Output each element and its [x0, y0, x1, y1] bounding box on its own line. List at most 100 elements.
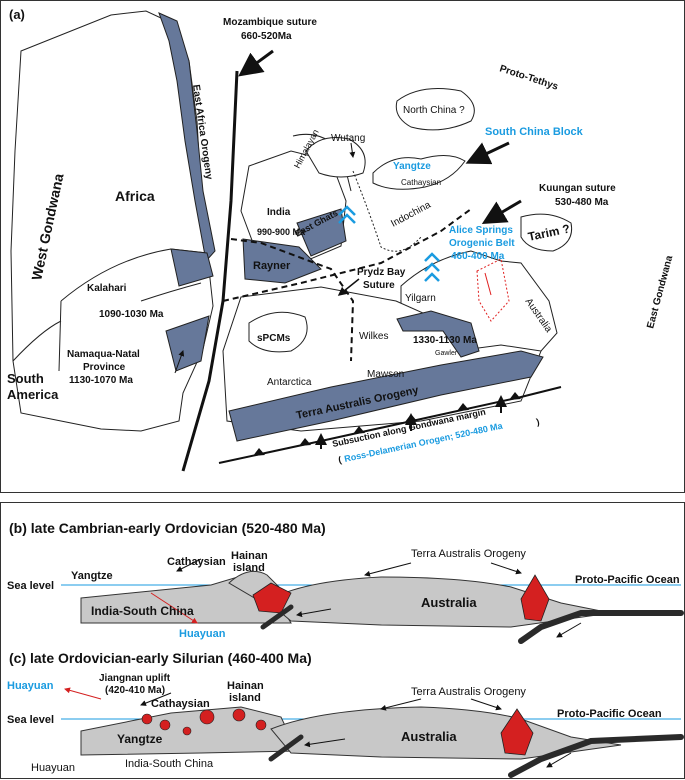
proto-pacific-label-c: Proto-Pacific Ocean	[557, 708, 662, 720]
gawler-band-shape	[396, 310, 480, 358]
alice-springs-label-1: Alice Springs	[449, 225, 513, 236]
yilgarn-label: Yilgarn	[405, 293, 436, 304]
kuungan-suture-dashed	[222, 208, 472, 302]
yangtze-label-c: Yangtze	[117, 732, 163, 746]
rayner-shape	[242, 238, 322, 284]
magma-body-b-2	[520, 574, 550, 622]
cathaysian-label-a: Cathaysian	[401, 178, 441, 187]
age-1090-label: 1090-1030 Ma	[99, 309, 164, 320]
gawler-label: Gawler	[435, 350, 458, 357]
panel-bc: (b) late Cambrian-early Ordovician (520-…	[0, 502, 685, 779]
india-south-china-label-b: India-South China	[91, 604, 194, 618]
ross-close-paren: )	[535, 417, 540, 427]
prydz-bay-label-1: Prydz Bay	[357, 267, 406, 278]
kuungan-age-label: 530-480 Ma	[555, 197, 609, 208]
mozambique-arrow	[238, 49, 274, 77]
australia-label-b: Australia	[421, 595, 477, 610]
slab-b-east	[518, 610, 684, 644]
yangtze-label-b: Yangtze	[71, 570, 113, 582]
prydz-bay-suture-dashed	[230, 238, 355, 362]
antarctica-label: Antarctica	[267, 377, 312, 388]
terra-australis-label-c: Terra Australis Orogeny	[411, 686, 526, 698]
namaqua-orogen-shape	[165, 315, 210, 372]
africa-label: Africa	[115, 188, 155, 204]
arrow-c-slab	[546, 752, 572, 768]
arrow-c-cathaysian	[140, 692, 172, 706]
red-arrow-australia	[484, 272, 492, 296]
east-ghats-shape	[296, 208, 347, 257]
subduction-margin-line	[218, 386, 562, 464]
subduction-arrows	[315, 395, 507, 449]
yangtze-label-a: Yangtze	[393, 161, 431, 172]
arrow-c-terra-right	[470, 698, 502, 711]
arrow-c-australia	[304, 738, 346, 748]
mawson-label: Mawson	[367, 369, 404, 380]
india-label: India	[267, 207, 291, 218]
huayuan-label-b: Huayuan	[179, 628, 226, 640]
huayuan-label-c-top: Huayuan	[7, 680, 54, 692]
east-gondwana-label: East Gondwana	[645, 254, 675, 330]
arrow-b-huayuan	[150, 592, 198, 624]
jiangnan-label-1: Jiangnan uplift	[99, 673, 171, 684]
huayuan-label-c-bottom: Huayuan	[31, 762, 75, 774]
south-america-boundary	[12, 320, 62, 362]
magma-bodies-c	[141, 708, 267, 736]
kuungan-suture-label: Kuungan suture	[539, 183, 616, 194]
namaqua-label-2: Province	[83, 362, 126, 373]
south-china-arrow	[465, 141, 510, 165]
wutang-outline	[305, 137, 366, 178]
arrow-b-terra-left	[364, 562, 412, 577]
east-africa-orogeny-shape	[158, 12, 216, 263]
kuungan-arrow	[481, 199, 522, 225]
hainan-label-c-2: island	[229, 692, 261, 704]
mozambique-age-label: 660-520Ma	[241, 31, 292, 42]
arrow-b-cathaysian	[176, 558, 202, 572]
arrow-b-australia	[296, 608, 332, 618]
panel-bc-cross-sections: (b) late Cambrian-early Ordovician (520-…	[7, 520, 684, 778]
australia-block-c	[270, 706, 622, 760]
india-south-china-label-c: India-South China	[125, 758, 214, 770]
hainan-label-c-1: Hainan	[227, 680, 264, 692]
proto-tethys-label: Proto-Tethys	[498, 63, 560, 92]
terra-australis-orogeny-shape	[228, 350, 544, 442]
arrow-b-slab	[556, 622, 582, 638]
namaqua-label-1: Namaqua-Natal	[67, 349, 140, 360]
ross-open-paren: (	[337, 455, 342, 465]
blue-chevrons-australia	[424, 252, 440, 282]
south-china-block-label: South China Block	[485, 126, 584, 138]
panel-a-tag: (a)	[9, 7, 25, 22]
prydz-arrow	[337, 278, 360, 296]
jiangnan-label-2: (420-410 Ma)	[105, 685, 165, 696]
south-america-label-1: South	[7, 371, 44, 386]
spcms-label: sPCMs	[257, 333, 291, 344]
magma-body-c-east	[500, 708, 534, 756]
namaqua-label-3: 1130-1070 Ma	[69, 375, 133, 386]
panel-c-title: (c) late Ordovician-early Silurian (460-…	[9, 650, 312, 666]
kalahari-label: Kalahari	[87, 283, 127, 294]
hainan-label-b-2: island	[233, 562, 265, 574]
age-1330-label: 1330-1130 Ma	[413, 335, 477, 346]
alice-springs-dashed	[476, 258, 510, 322]
cathaysian-label-b: Cathaysian	[167, 556, 226, 568]
north-china-outline	[395, 88, 475, 131]
alice-springs-label-2: Orogenic Belt	[449, 238, 515, 249]
wilkes-label: Wilkes	[359, 331, 388, 342]
sea-level-label-b: Sea level	[7, 580, 54, 592]
slab-c-west	[268, 734, 304, 762]
arrow-c-terra-left	[380, 698, 422, 711]
arrow-c-huayuan	[64, 687, 102, 700]
mozambique-suture-label: Mozambique suture	[223, 17, 317, 28]
magma-body-b-1	[252, 582, 292, 614]
alice-springs-label-3: 460-400 Ma	[451, 251, 505, 262]
hainan-label-b-1: Hainan	[231, 550, 268, 562]
panel-b-title: (b) late Cambrian-early Ordovician (520-…	[9, 520, 326, 536]
australia-label-c: Australia	[401, 729, 457, 744]
sea-level-label-c: Sea level	[7, 714, 54, 726]
spcms-outline	[248, 311, 308, 353]
namaqua-arrow	[174, 350, 185, 374]
prydz-bay-label-2: Suture	[363, 280, 395, 291]
kalahari-boundary	[58, 248, 208, 372]
tarim-outline	[520, 213, 573, 252]
age-990-label: 990-900 Ma	[257, 227, 306, 237]
south-america-label-2: America	[7, 387, 59, 402]
